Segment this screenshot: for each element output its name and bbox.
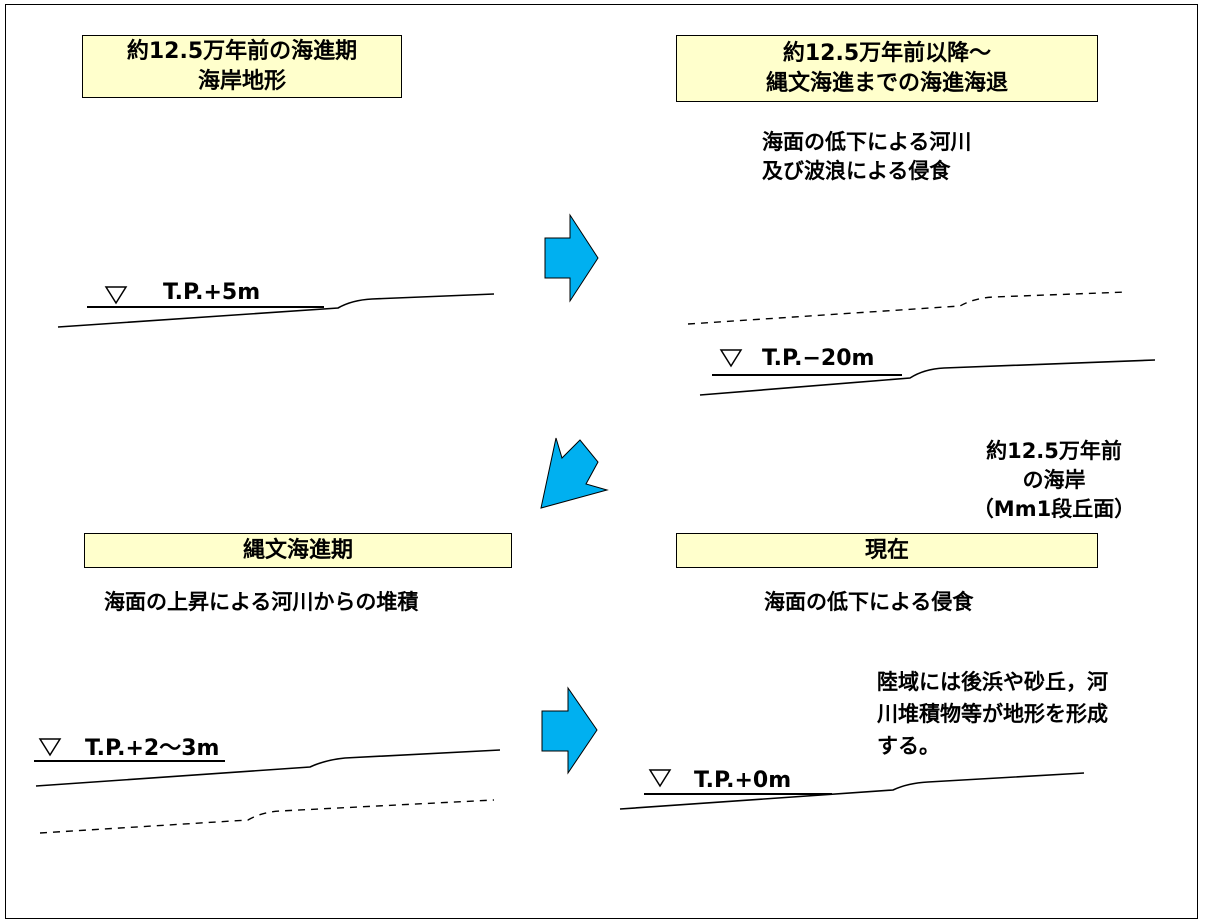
note-line-2: 及び波浪による侵食	[762, 159, 951, 183]
title-box-bottom-right: 現在	[676, 533, 1098, 568]
water-level-icon	[719, 349, 743, 368]
profile-top-right: T.P.−20m	[687, 291, 1156, 396]
title-text: 縄文海進期	[242, 537, 353, 563]
land-note-line-3: する。	[877, 734, 940, 758]
water-level-icon	[648, 769, 672, 788]
land-note-line-2: 川堆積物等が地形を形成	[877, 702, 1108, 726]
marker-annotation: 約12.5万年前 の海岸 （Mm1段丘面）	[954, 437, 1154, 524]
marker-line-3: （Mm1段丘面）	[972, 497, 1136, 521]
title-box-top-right: 約12.5万年前以降～ 縄文海進までの海進海退	[676, 35, 1098, 102]
marker-line-2: の海岸	[1022, 468, 1086, 492]
profile-bottom-right: T.P.+0m	[619, 768, 1085, 810]
profile-top-left: T.P.+5m	[57, 280, 495, 328]
ground-profile	[35, 749, 501, 787]
former-ground-dashed	[687, 291, 1127, 325]
figure-frame	[5, 4, 1198, 919]
arrow-right-top-icon	[544, 213, 599, 303]
water-level-icon	[104, 286, 128, 305]
arrow-down-left-icon	[540, 437, 609, 509]
arrow-right-bottom-icon	[541, 686, 598, 775]
note-top-right: 海面の低下による河川 及び波浪による侵食	[762, 128, 971, 186]
water-level-label: T.P.+0m	[694, 768, 791, 793]
profile-bottom-left: T.P.+2～3m	[34, 736, 501, 834]
marker-line-1: 約12.5万年前	[986, 439, 1122, 463]
note-line-1: 海面の低下による河川	[762, 130, 972, 154]
title-box-bottom-left: 縄文海進期	[84, 533, 512, 568]
title-text: 現在	[864, 537, 909, 563]
land-note: 陸域には後浜や砂丘，河 川堆積物等が地形を形成 する。	[877, 666, 1108, 762]
title-line-2: 縄文海進までの海進海退	[765, 70, 1008, 96]
title-line-1: 約12.5万年前以降～	[782, 40, 992, 66]
land-note-line-1: 陸域には後浜や砂丘，河	[877, 670, 1108, 694]
water-level-label: T.P.+5m	[163, 280, 260, 305]
water-level-label: T.P.+2～3m	[85, 736, 219, 761]
title-line-2: 海岸地形	[197, 68, 286, 94]
ground-profile	[57, 293, 495, 328]
ground-profile	[699, 359, 1156, 396]
note-bottom-right: 海面の低下による侵食	[764, 590, 974, 614]
water-level-icon	[38, 738, 62, 757]
former-ground-dashed	[39, 799, 495, 834]
ground-profile	[619, 772, 1085, 810]
title-line-1: 約12.5万年前の海進期	[126, 38, 358, 64]
note-bottom-left: 海面の上昇による河川からの堆積	[104, 590, 419, 614]
water-level-label: T.P.−20m	[762, 346, 874, 371]
title-box-top-left: 約12.5万年前の海進期 海岸地形	[82, 35, 402, 98]
